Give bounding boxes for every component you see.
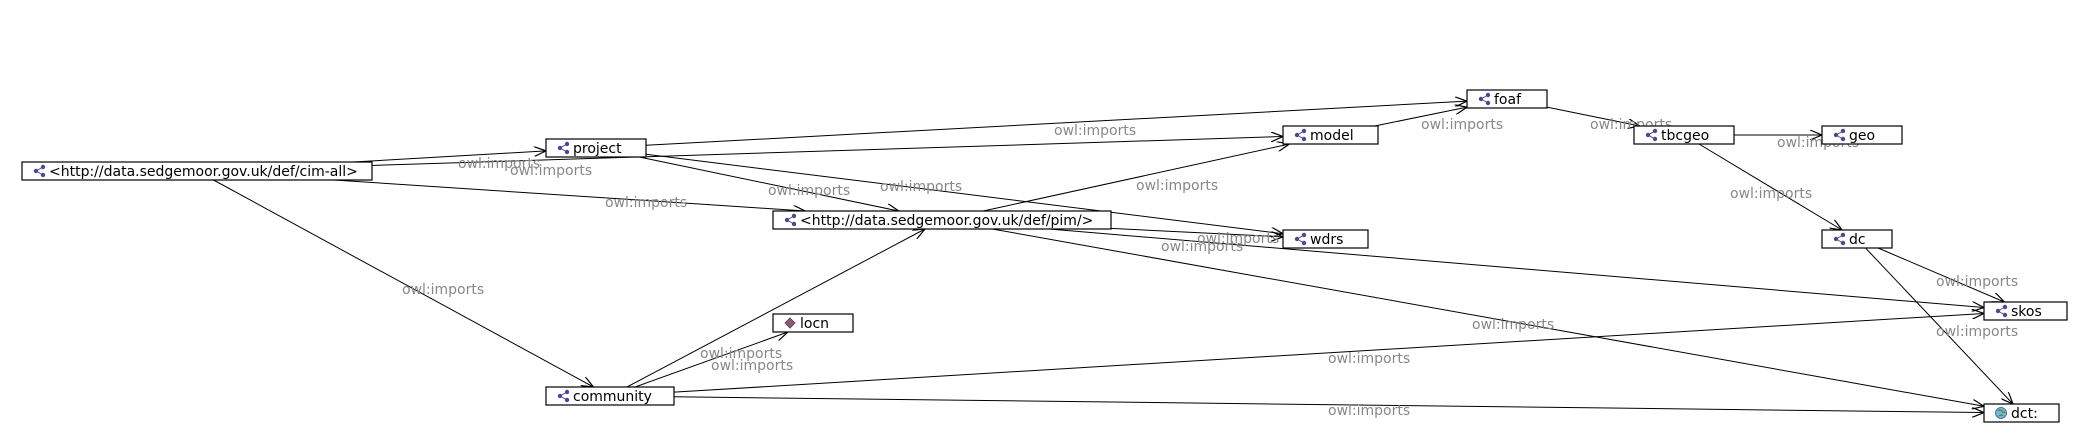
node-box (545, 386, 675, 406)
node-label: project (573, 141, 622, 157)
edge-labels-layer: owl:importsowl:importsowl:importsowl:imp… (402, 117, 2018, 419)
node-pim[interactable]: <http://data.sedgemoor.gov.uk/def/pim/> (772, 210, 1112, 230)
edge-community-to-locn (634, 332, 788, 388)
node-model[interactable]: model (1282, 125, 1379, 145)
ontology-icon (1833, 232, 1846, 246)
edge-label-tbcgeo-to-dc: owl:imports (1730, 186, 1812, 202)
edge-label-community-to-pim: owl:imports (711, 358, 793, 374)
node-label: skos (2011, 304, 2042, 320)
node-community[interactable]: community (545, 386, 675, 406)
node-box (545, 138, 647, 158)
node-box (772, 210, 1112, 230)
node-label: dc (1849, 232, 1866, 248)
node-label: locn (800, 316, 829, 332)
ontology-icon (557, 389, 570, 403)
node-dc[interactable]: dc (1821, 229, 1893, 249)
node-box (1282, 125, 1379, 145)
node-box (21, 161, 373, 181)
edge-label-pim-to-skos: owl:imports (1161, 239, 1243, 255)
edge-pim-to-wdrs (1110, 227, 1283, 237)
node-wdrs[interactable]: wdrs (1282, 229, 1369, 249)
node-label: tbcgeo (1661, 128, 1709, 144)
node-box (772, 313, 854, 333)
ontology-icon (1995, 304, 2008, 318)
edge-label-cim-all-to-model: owl:imports (1054, 123, 1136, 139)
edge-label-cim-all-to-pim: owl:imports (605, 195, 687, 211)
edge-cim-all-to-project (353, 151, 546, 163)
globe-icon (1995, 407, 2007, 419)
edge-pim-to-dct (992, 228, 1984, 406)
edge-label-model-to-foaf: owl:imports (1421, 117, 1503, 133)
edge-label-community-to-skos: owl:imports (1328, 351, 1410, 367)
edge-cim-all-to-community (213, 179, 594, 387)
ontology-icon (1478, 92, 1491, 106)
edge-foaf-to-tbcgeo (1546, 106, 1640, 126)
ontology-icon (1645, 128, 1658, 142)
edge-tbcgeo-to-dc (1698, 143, 1842, 230)
edge-label-project-to-wdrs: owl:imports (880, 179, 962, 195)
node-label: model (1310, 128, 1354, 144)
edge-cim-all-to-model (371, 137, 1283, 166)
node-project[interactable]: project (545, 138, 647, 158)
ontology-icon (33, 164, 46, 178)
node-dct[interactable]: dct: (1983, 403, 2060, 423)
node-locn[interactable]: locn (772, 313, 854, 333)
edge-model-to-foaf (1374, 107, 1467, 127)
edge-dc-to-dct (1865, 247, 2013, 404)
ontology-icon (1294, 128, 1307, 142)
edge-pim-to-model (983, 144, 1289, 212)
edge-project-to-wdrs (645, 153, 1283, 233)
edge-project-to-foaf (645, 101, 1467, 146)
edge-label-cim-all-to-project: owl:imports (458, 156, 540, 172)
node-box (1633, 125, 1735, 145)
edge-label-pim-to-dct: owl:imports (1472, 317, 1554, 333)
edges-layer (213, 101, 2013, 413)
edge-community-to-dct (673, 396, 1984, 413)
node-cim-all[interactable]: <http://data.sedgemoor.gov.uk/def/cim-al… (21, 161, 373, 181)
edge-label-cim-all-to-community: owl:imports (402, 282, 484, 298)
edge-label-pim-to-wdrs: owl:imports (1197, 231, 1279, 247)
edge-project-to-pim (639, 156, 899, 211)
node-label: community (573, 389, 652, 405)
node-foaf[interactable]: foaf (1466, 89, 1548, 109)
node-label: <http://data.sedgemoor.gov.uk/def/pim/> (800, 213, 1093, 229)
node-skos[interactable]: skos (1983, 301, 2068, 321)
edge-pim-to-skos (1049, 228, 1984, 308)
individual-diamond-icon (784, 317, 796, 329)
edge-label-community-to-dct: owl:imports (1328, 403, 1410, 419)
edge-cim-all-to-pim (333, 179, 805, 211)
node-label: wdrs (1310, 232, 1343, 248)
nodes-layer: <http://data.sedgemoor.gov.uk/def/cim-al… (21, 89, 2068, 423)
edge-label-duplicate: owl:imports (510, 163, 592, 179)
node-label: <http://data.sedgemoor.gov.uk/def/cim-al… (49, 164, 358, 180)
edge-label-dc-to-dct: owl:imports (1936, 324, 2018, 340)
edge-community-to-skos (673, 313, 1984, 393)
ontology-icon (1833, 128, 1846, 142)
node-label: dct: (2011, 406, 2038, 422)
node-label: foaf (1494, 92, 1522, 108)
ontology-icon (1294, 232, 1307, 246)
edge-community-to-pim (626, 229, 925, 388)
node-box (1821, 229, 1893, 249)
ontology-icon (784, 213, 797, 227)
node-tbcgeo[interactable]: tbcgeo (1633, 125, 1735, 145)
edge-label-community-to-locn: owl:imports (700, 346, 782, 362)
edge-label-pim-to-model: owl:imports (1136, 178, 1218, 194)
node-label: geo (1849, 128, 1875, 144)
edge-label-dc-to-skos: owl:imports (1936, 274, 2018, 290)
edge-dc-to-skos (1877, 247, 2004, 302)
edge-label-project-to-pim: owl:imports (768, 183, 850, 199)
node-geo[interactable]: geo (1821, 125, 1903, 145)
ontology-icon (557, 141, 570, 155)
